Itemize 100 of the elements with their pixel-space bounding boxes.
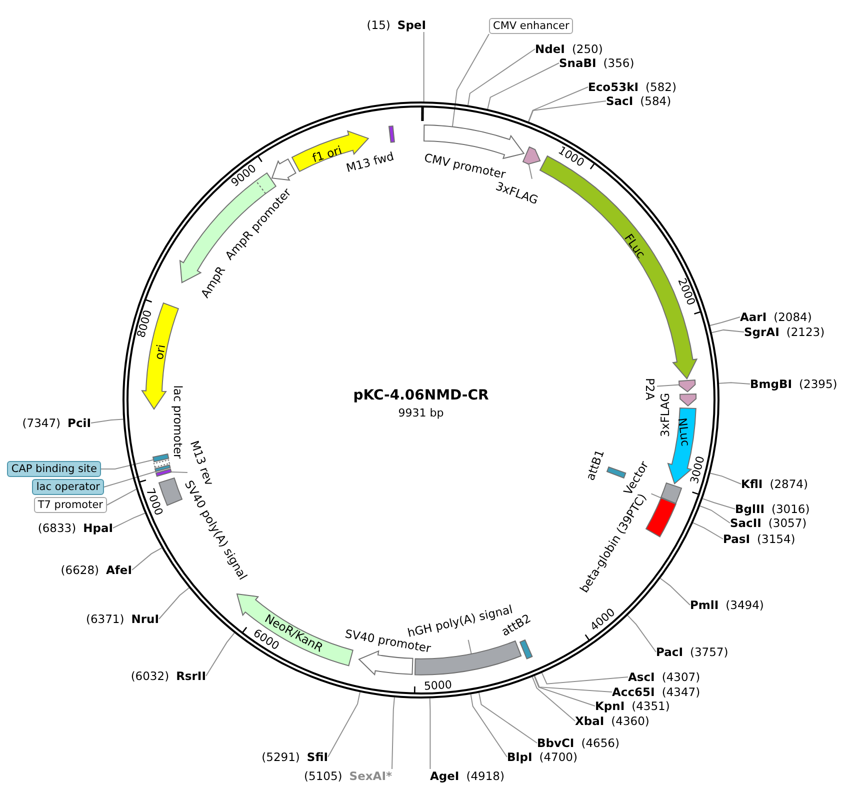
leader-line: [528, 86, 588, 122]
leader-line: [158, 587, 190, 620]
cut-site-position: (4360): [611, 714, 650, 728]
enzyme-name: RsrII: [176, 669, 206, 683]
enzyme-name: Acc65I: [612, 685, 655, 699]
cut-site-position: (356): [603, 56, 634, 70]
leader-line: [528, 164, 532, 180]
feature-label: attB1: [583, 448, 607, 482]
leader-line: [171, 471, 188, 473]
cut-site-position: (3057): [768, 516, 807, 530]
leader-line: [100, 459, 154, 470]
leader-line: [452, 34, 490, 128]
leader-line: [106, 488, 137, 506]
feature-label: P2A: [643, 378, 657, 400]
cut-site-position: (3016): [772, 502, 810, 516]
cut-site-position: (4351): [632, 699, 670, 713]
leader-line: [478, 692, 538, 744]
scale-label: 3000: [689, 454, 708, 485]
cut-site-position: (582): [646, 80, 676, 94]
leader-line: [429, 698, 431, 770]
feature-label: ori: [152, 344, 168, 360]
leader-line: [468, 639, 472, 655]
scale-label: 2000: [675, 277, 697, 308]
enzyme-name: AarI: [740, 310, 767, 324]
enzyme-name: AgeI: [430, 769, 460, 783]
feature-label: 3xFLAG: [658, 393, 672, 437]
cut-site-position: (5105): [304, 769, 342, 783]
enzyme-name: SpeI: [397, 18, 426, 32]
enzyme-name: PasI: [723, 532, 750, 546]
leader-line: [104, 471, 156, 488]
cut-site-position: (6032): [130, 669, 170, 683]
enzyme-name: SacI: [606, 94, 634, 108]
enzyme-name: BlpI: [507, 750, 532, 764]
enzyme-name: BglII: [735, 502, 764, 516]
leader-line: [468, 48, 536, 106]
cut-site-position: (5291): [262, 750, 300, 764]
leader-line: [470, 694, 508, 758]
leader-line: [700, 506, 730, 524]
enzyme-name: SacII: [730, 516, 762, 530]
leader-line: [650, 493, 662, 498]
leader-line: [423, 32, 424, 102]
enzyme-name: AfeI: [106, 563, 132, 577]
enzyme-name: BmgBI: [750, 377, 792, 391]
enzyme-name: Eco53kI: [588, 80, 639, 94]
feature-label: lac promoter: [171, 385, 185, 459]
cut-site-position: (584): [640, 94, 672, 108]
leader-line: [656, 384, 680, 387]
enzyme-name: SfiI: [306, 750, 328, 764]
leader-line: [528, 100, 606, 122]
cut-site-position: (4918): [466, 769, 504, 783]
leader-line: [132, 547, 162, 570]
feature-tag: T7 promoter: [34, 497, 107, 513]
scale-label: 7000: [143, 486, 164, 517]
leader-line: [534, 675, 612, 692]
enzyme-name: AscI: [628, 670, 655, 684]
feature-label: f1 ori: [310, 144, 344, 164]
cut-site-position: (6371): [86, 612, 124, 626]
cut-site-position: (4347): [662, 685, 700, 699]
leader-line: [702, 498, 736, 510]
enzyme-name: SgrAI: [744, 325, 780, 339]
enzyme-name: BbvCI: [537, 736, 574, 750]
feature-tag: CAP binding site: [7, 461, 101, 477]
cut-site-position: (4307): [662, 670, 700, 684]
scale-label: 5000: [423, 678, 452, 692]
cut-site-position: (250): [572, 42, 603, 56]
leader-line: [487, 62, 560, 110]
plasmid-size: 9931 bp: [398, 406, 444, 420]
leader-line: [710, 472, 742, 484]
cut-site-position: (3757): [690, 645, 728, 659]
cut-site-position: (3494): [726, 598, 764, 612]
cut-site-position: (6833): [38, 521, 76, 535]
plasmid-name: pKC-4.06NMD-CR: [353, 388, 489, 404]
enzyme-name: PmlI: [690, 598, 719, 612]
cut-site-position: (2874): [770, 477, 808, 491]
enzyme-name: PciI: [68, 416, 91, 430]
cut-site-position: (4656): [581, 736, 620, 750]
leader-line: [660, 578, 690, 606]
feature-label: NLuc: [676, 417, 692, 447]
enzyme-name: XbaI: [575, 714, 604, 728]
leader-line: [112, 512, 146, 528]
enzyme-name: PacI: [656, 645, 683, 659]
leader-line: [392, 696, 395, 770]
cut-site-position: (2395): [799, 377, 838, 391]
enzyme-name: NruI: [131, 612, 159, 626]
leader-line: [541, 672, 628, 684]
feature-label: CMV promoter: [423, 150, 507, 182]
enzyme-name: HpaI: [83, 521, 113, 535]
leader-line: [718, 382, 750, 384]
cut-site-position: (3154): [757, 532, 796, 546]
leader-line: [627, 614, 656, 652]
enzyme-name: SnaBI: [559, 56, 596, 70]
leader-line: [206, 632, 235, 676]
cut-site-position: (6628): [60, 563, 100, 577]
cut-site-position: (2084): [774, 310, 812, 324]
leader-line: [711, 329, 744, 334]
leader-line: [532, 676, 576, 722]
feature-tag: lac operator: [32, 479, 104, 495]
leader-line: [692, 522, 724, 540]
cut-site-position: (4700): [539, 750, 578, 764]
enzyme-name: KpnI: [595, 699, 625, 713]
